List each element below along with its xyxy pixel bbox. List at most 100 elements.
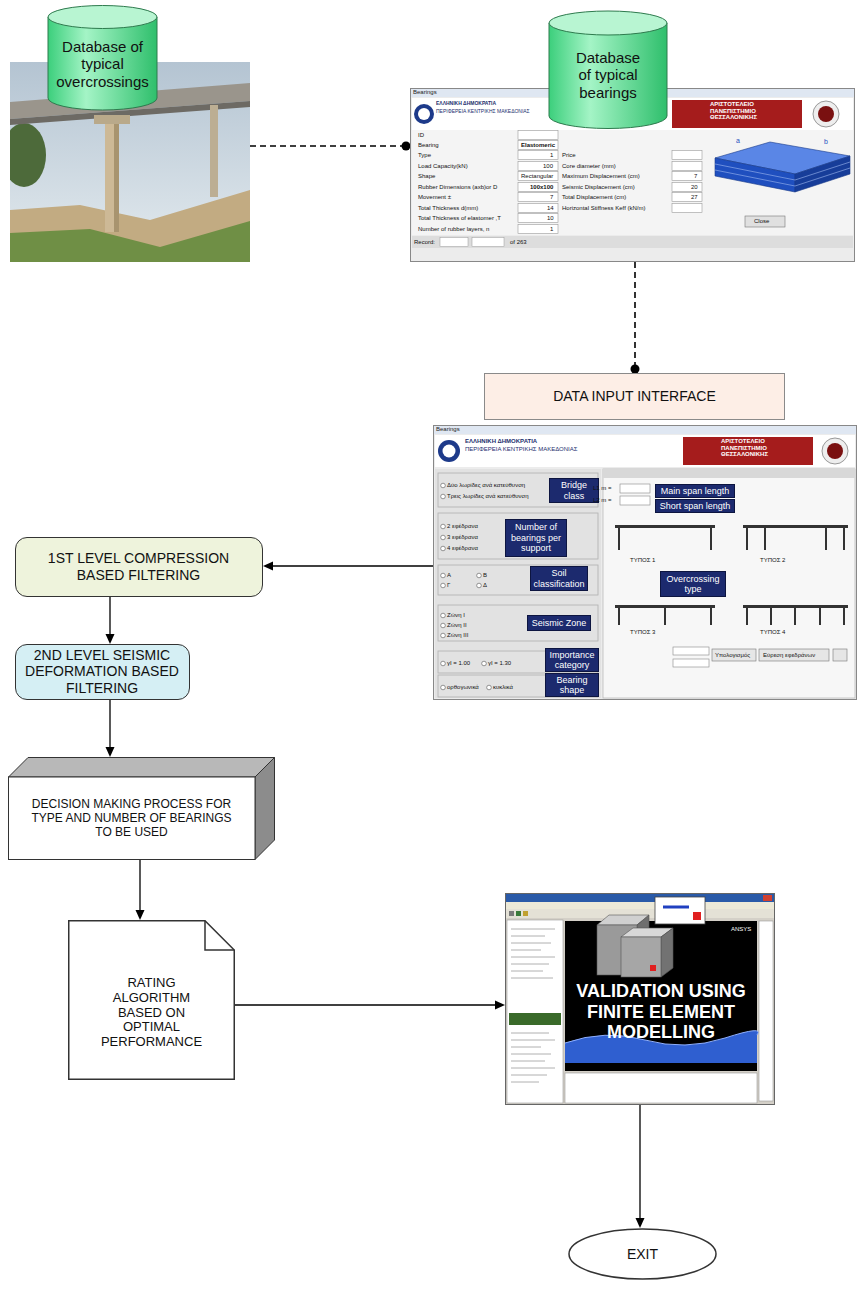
node-text: 1ST LEVEL COMPRESSION BASED FILTERING xyxy=(36,550,241,582)
database-cylinder: Database of typical bearings xyxy=(548,10,668,130)
label-text: Total Thickness of elastomer ,T xyxy=(418,215,501,222)
label-text: ΤΥΠΟΣ 4 xyxy=(760,629,785,636)
label-text: ΕΛΛΗΝΙΚΗ ΔΗΜΟΚΡΑΤΙΑ xyxy=(465,438,537,445)
label-tag: Main span length xyxy=(655,484,735,498)
node-text: DECISION MAKING PROCESS FOR TYPE AND NUM… xyxy=(24,798,239,839)
bearing-form-screenshot-part xyxy=(412,130,853,235)
bearing-form-screenshot-part-part xyxy=(518,172,558,181)
bearing-form-screenshot-part xyxy=(818,106,834,122)
fem-software-screenshot-part-part xyxy=(511,936,545,937)
label-text: Γ xyxy=(447,582,450,589)
label-text: ΠΕΡΙΦΕΡΕΙΑ ΚΕΝΤΡΙΚΗΣ ΜΑΚΕΔΟΝΙΑΣ xyxy=(465,446,577,453)
process-box: 2ND LEVEL SEISMIC DEFORMATION BASED FILT… xyxy=(15,644,190,700)
fem-software-screenshot-part-part xyxy=(511,1082,539,1083)
connector xyxy=(263,562,433,571)
input-form-screenshot-part-part xyxy=(794,608,796,625)
bridge-photo-part xyxy=(10,221,250,262)
label-text: Number of rubber layers, n xyxy=(418,226,489,233)
text-frame: Soil classification xyxy=(533,567,585,590)
input-form-screenshot-part-part xyxy=(441,546,446,551)
input-form-screenshot-part-part xyxy=(441,613,446,618)
text-frame: Bearings xyxy=(436,425,496,434)
bridge-photo-part xyxy=(114,124,119,232)
label-text: Close xyxy=(754,218,769,225)
connector-line xyxy=(235,1004,496,1005)
input-form-screenshot-part-part xyxy=(615,525,715,528)
label-text: 100 xyxy=(543,163,553,170)
label-text: Εύρεση εφεδράνων xyxy=(763,652,815,659)
node-text: Seismic Zone xyxy=(532,618,587,628)
text-frame: DECISION MAKING PROCESS FOR TYPE AND NUM… xyxy=(24,780,239,858)
bearing-form-screenshot-part-part xyxy=(672,204,702,213)
fem-software-screenshot-part xyxy=(523,911,528,916)
bearing-form-screenshot-part xyxy=(795,156,850,192)
process-box: 1ST LEVEL COMPRESSION BASED FILTERING xyxy=(15,537,263,597)
node-text: Bearings xyxy=(413,89,437,96)
bearing-form-screenshot-part-part xyxy=(672,183,702,192)
label-text: of 263 xyxy=(510,239,527,246)
input-form-screenshot-part-part xyxy=(743,525,848,528)
label-text: Movement ± xyxy=(418,194,451,201)
label-text: Δύο λωρίδες ανά κατεύθυνση xyxy=(447,482,525,489)
arrowhead xyxy=(106,747,115,757)
label-tag: Bridge class xyxy=(549,478,599,503)
fem-software-screenshot-part-part xyxy=(511,929,555,930)
bearing-form-screenshot-part-part xyxy=(518,225,558,234)
label-text: 100x100 xyxy=(530,184,553,191)
connector xyxy=(136,860,145,920)
3d-process-box-part xyxy=(9,758,275,778)
bridge-photo-part xyxy=(105,124,119,232)
label-text: Total Displacement (cm) xyxy=(562,194,626,201)
input-form-screenshot-part xyxy=(822,438,848,464)
input-form-screenshot-part-part xyxy=(441,573,446,578)
text-frame: Short span length xyxy=(658,500,732,512)
label-text: Load Capacity(kN) xyxy=(418,163,468,170)
text-frame: VALIDATION USING FINITE ELEMENT MODELLIN… xyxy=(567,979,755,1045)
bearing-form-screenshot-part-part xyxy=(715,170,795,186)
bearing-form-screenshot-part-part xyxy=(795,168,850,186)
fem-software-screenshot-part xyxy=(759,921,773,1101)
input-form-screenshot-part xyxy=(673,647,709,655)
input-form-screenshot-part-part xyxy=(441,535,446,540)
bearing-form-screenshot-part-part xyxy=(672,172,702,181)
arrowhead xyxy=(106,634,115,644)
node-text: DATA INPUT INTERFACE xyxy=(553,388,716,404)
bearing-form-screenshot-part xyxy=(472,238,504,247)
connector xyxy=(235,1001,505,1010)
label-text: Type xyxy=(418,152,431,159)
bearing-form-screenshot-part xyxy=(813,101,839,127)
label-text: Α xyxy=(447,572,451,579)
fem-software-screenshot-part xyxy=(506,902,774,909)
connector-line xyxy=(272,565,433,566)
screenshot-window: BearingsBridge classNumber of bearings p… xyxy=(433,425,857,700)
bridge-photo-part xyxy=(210,105,218,197)
label-tag: Seismic Zone xyxy=(527,615,591,631)
label-tag: Number of bearings per support xyxy=(505,519,567,557)
node-text: Database of typical bearings xyxy=(568,49,648,101)
label-text: 1 xyxy=(550,152,553,159)
label-text: 7 xyxy=(550,194,553,201)
input-form-screenshot-part-part xyxy=(764,528,766,550)
fem-software-screenshot-part xyxy=(693,912,701,920)
connector xyxy=(106,597,115,644)
fem-software-screenshot-part xyxy=(655,897,705,924)
connector xyxy=(106,700,115,757)
label-text: Ζώνη II xyxy=(447,622,467,629)
input-form-screenshot-part-part xyxy=(618,528,620,550)
bearing-form-screenshot-part xyxy=(412,236,853,248)
fem-software-screenshot-part xyxy=(509,1013,561,1025)
node-text: Importance category xyxy=(548,650,596,671)
label-text: 27 xyxy=(691,194,698,201)
text-frame: Main span length xyxy=(658,485,732,497)
fem-software-screenshot-part-part xyxy=(511,943,551,944)
label-text: 10 xyxy=(547,215,554,222)
label-text: Total Thickness d(mm) xyxy=(418,205,478,212)
label-text: ID xyxy=(418,132,424,139)
fem-software-screenshot-part xyxy=(506,894,774,902)
bridge-photo-part xyxy=(10,123,46,187)
input-form-screenshot-part-part xyxy=(487,685,492,690)
input-form-screenshot-part-part xyxy=(746,608,748,625)
node-text: Database of typical overcrossings xyxy=(48,38,157,90)
input-form-screenshot-part-part xyxy=(710,528,712,550)
node-text: 2ND LEVEL SEISMIC DEFORMATION BASED FILT… xyxy=(20,647,184,695)
